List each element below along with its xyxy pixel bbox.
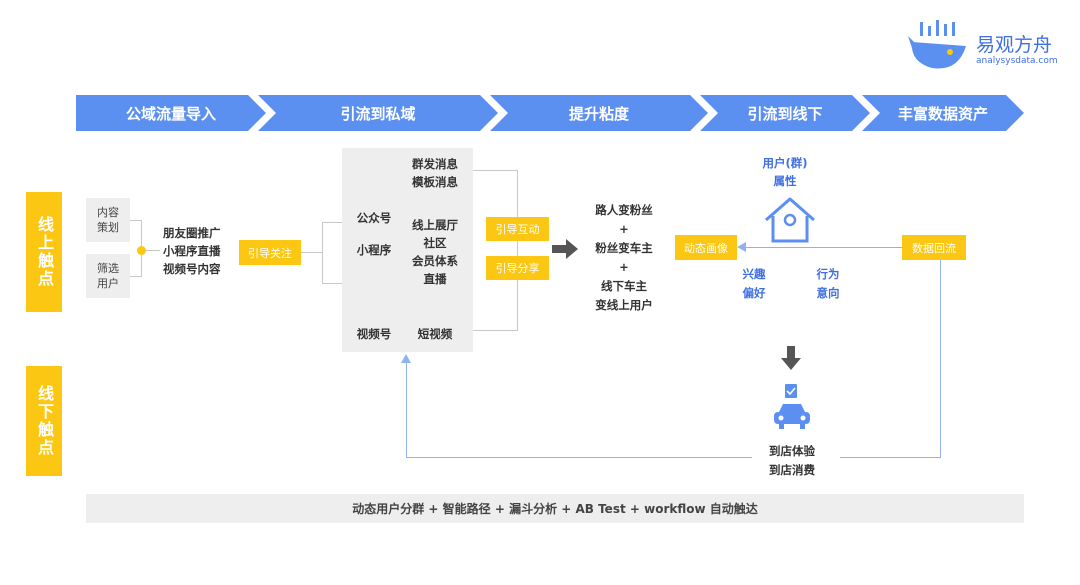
interest-preference: 兴趣 偏好	[742, 267, 766, 300]
stage-data-assets: 丰富数据资产	[862, 95, 1024, 131]
dynamic-portrait-tag: 动态画像	[675, 235, 737, 260]
backflow-right-vertical	[940, 260, 941, 458]
channel-list: 朋友圈推广 小程序直播 视频号内容	[163, 224, 233, 278]
arrow-left-icon	[737, 242, 746, 252]
house-icon	[765, 197, 815, 243]
online-touchpoint-label: 线上触点	[26, 192, 62, 312]
connector	[322, 222, 342, 223]
guide-interact-tag: 引导互动	[486, 217, 549, 241]
connector	[517, 170, 518, 331]
brand-logo: 易观方舟 analysysdata.com	[908, 20, 1058, 72]
channel-moments: 朋友圈推广	[163, 226, 221, 240]
guide-follow-tag: 引导关注	[239, 240, 301, 265]
store-experience: 到店体验 到店消费	[769, 444, 815, 477]
arrow-up-icon	[401, 354, 411, 363]
connector	[322, 283, 342, 284]
online-features-group: 线上展厅 社区 会员体系 直播	[412, 218, 458, 286]
conversion-steps: 路人变粉丝 + 粉丝变车主 + 线下车主 变线上用户	[595, 203, 653, 312]
stage-to-offline: 引流到线下	[700, 95, 870, 131]
down-arrow-icon	[781, 346, 801, 370]
stage-to-private: 引流到私域	[258, 95, 498, 131]
connector	[301, 252, 323, 253]
car-icon	[774, 384, 810, 429]
channel-video-content: 视频号内容	[163, 262, 221, 276]
message-group: 群发消息 模板消息	[412, 157, 458, 189]
data-backflow-tag: 数据回流	[902, 235, 966, 260]
brand-domain: analysysdata.com	[976, 56, 1058, 66]
footer-capabilities-bar: 动态用户分群 + 智能路径 + 漏斗分析 + AB Test + workflo…	[86, 494, 1024, 523]
channel-miniprogram-live: 小程序直播	[163, 244, 221, 258]
connector	[146, 250, 160, 251]
private-domain-panel	[342, 148, 473, 352]
right-arrow-icon	[552, 239, 578, 259]
stage-public-traffic: 公域流量导入	[76, 95, 266, 131]
connector	[473, 330, 518, 331]
return-bottom-left	[406, 457, 752, 458]
stage-stickiness: 提升粘度	[490, 95, 708, 131]
backflow-to-portrait-line	[745, 247, 902, 248]
video-account: 视频号	[356, 327, 392, 341]
connector	[322, 222, 323, 284]
short-video: 短视频	[417, 327, 453, 341]
user-group-attributes: 用户(群) 属性	[762, 156, 808, 188]
backflow-bottom-right	[840, 457, 941, 458]
guide-share-tag: 引导分享	[486, 256, 549, 280]
return-left-vertical	[406, 362, 407, 458]
offline-touchpoint-label: 线下触点	[26, 366, 62, 476]
brand-name: 易观方舟	[976, 34, 1053, 56]
footer-capabilities-text: 动态用户分群 + 智能路径 + 漏斗分析 + AB Test + workflo…	[352, 502, 758, 516]
content-planning-box: 内容策划	[86, 198, 130, 242]
connector	[130, 276, 142, 277]
filter-users-box: 筛选用户	[86, 254, 130, 298]
connector	[130, 220, 142, 221]
junction-dot	[137, 246, 146, 255]
whale-icon	[908, 20, 966, 69]
behavior-intent: 行为 意向	[816, 267, 840, 300]
official-account: 公众号	[356, 211, 392, 225]
connector	[473, 170, 518, 171]
mini-program: 小程序	[356, 243, 392, 257]
